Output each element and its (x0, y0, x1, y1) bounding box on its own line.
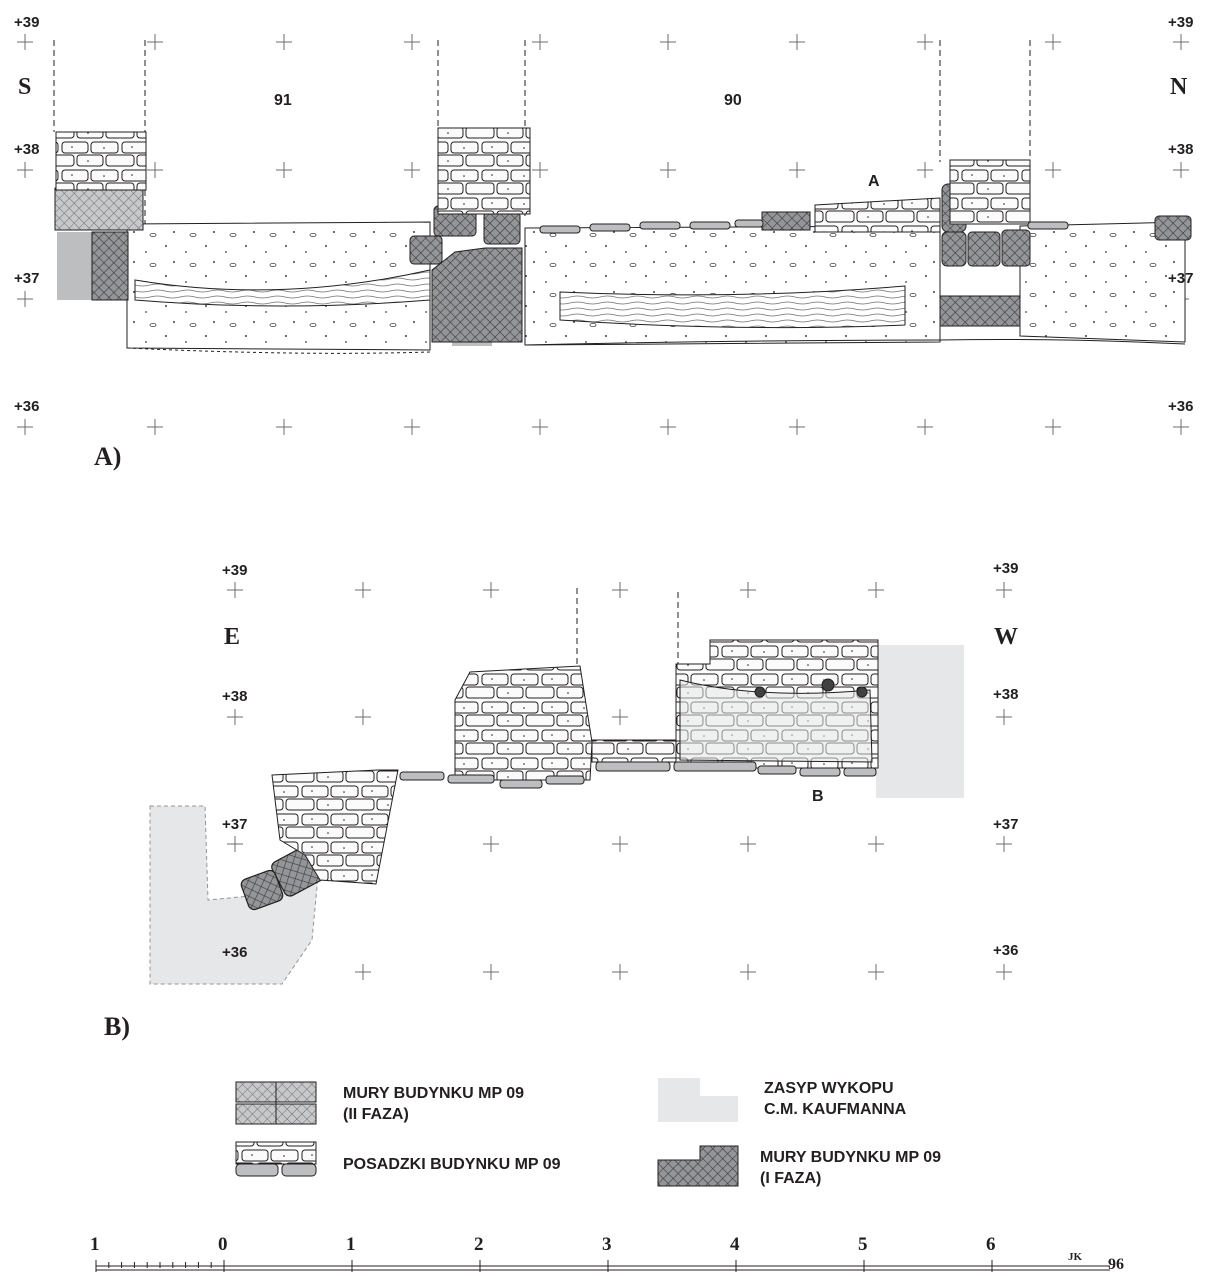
scale-bar (95, 1260, 1110, 1272)
elev-b-right-37: +37 (993, 816, 1019, 833)
panel-label-b: B) (104, 1012, 130, 1041)
legend-swatches (235, 1078, 739, 1187)
direction-east: E (224, 624, 241, 650)
elev-b-left-39: +39 (222, 562, 248, 579)
wall-phase-2-a (55, 127, 1031, 233)
wall-phase-2-b (271, 639, 879, 885)
trench-fill-b-right (876, 645, 964, 798)
legend-wall-phase-2-line2: (II FAZA) (343, 1106, 409, 1123)
legend-trench-fill-label: ZASYP WYKOPU C.M. KAUFMANNA (764, 1078, 906, 1120)
direction-west: W (994, 624, 1018, 650)
scale-tick-3: 3 (602, 1234, 612, 1255)
elev-b-right-38: +38 (993, 686, 1019, 703)
wall-phase-1-a (54, 183, 1192, 343)
scale-tick-6: 6 (986, 1234, 996, 1255)
elev-b-right-36: +36 (993, 942, 1019, 959)
floor-slabs-b (399, 761, 877, 789)
legend-wall-phase-1-line1: MURY BUDYNKU MP 09 (760, 1149, 942, 1166)
elev-a-right-37: +37 (1168, 270, 1194, 287)
elev-a-left-38: +38 (14, 141, 40, 158)
elev-a-right-36: +36 (1168, 398, 1194, 415)
author-initials: JK (1068, 1251, 1083, 1263)
scale-tick-4: 4 (730, 1234, 740, 1255)
legend-swatch-wall-phase-1 (657, 1145, 739, 1187)
legend-floor-label: POSADZKI BUDYNKU MP 09 (343, 1156, 561, 1173)
scale-tick-0: 0 (218, 1234, 228, 1255)
elev-b-left-37: +37 (222, 816, 248, 833)
elev-b-left-38: +38 (222, 688, 248, 705)
legend-swatch-trench-fill (658, 1078, 738, 1122)
legend-trench-fill-line1: ZASYP WYKOPU (764, 1080, 894, 1097)
room-91-label: 91 (274, 92, 292, 109)
elev-a-left-39: +39 (14, 14, 40, 31)
legend-wall-phase-1-line2: (I FAZA) (760, 1170, 822, 1187)
legend-wall-phase-1-label: MURY BUDYNKU MP 09 (I FAZA) (760, 1147, 941, 1189)
legend-swatch-wall-phase-2 (235, 1081, 317, 1125)
marker-b: B (812, 788, 824, 805)
elev-a-right-39: +39 (1168, 14, 1194, 31)
elev-b-left-36: +36 (222, 944, 248, 961)
elev-a-right-38: +38 (1168, 141, 1194, 158)
legend-wall-phase-2-line1: MURY BUDYNKU MP 09 (343, 1085, 525, 1102)
fill-layers-a (126, 221, 1186, 354)
section-b (149, 582, 1012, 985)
scale-tick-2: 2 (474, 1234, 484, 1255)
elev-b-right-39: +39 (993, 560, 1019, 577)
scale-tick-minus-1: 1 (90, 1234, 100, 1255)
scale-tick-1: 1 (346, 1234, 356, 1255)
direction-north: N (1170, 74, 1188, 100)
figure-number: 96 (1108, 1256, 1124, 1273)
panel-label-a: A) (94, 442, 122, 471)
trench-fill-a-left (57, 232, 97, 300)
dashed-outlines-a (53, 40, 1031, 228)
room-90-label: 90 (724, 92, 742, 109)
legend-trench-fill-line2: C.M. KAUFMANNA (764, 1101, 907, 1118)
floor-slabs-a (539, 219, 1069, 234)
elev-a-left-37: +37 (14, 270, 40, 287)
legend-wall-phase-2-label: MURY BUDYNKU MP 09 (II FAZA) (343, 1083, 524, 1125)
elev-a-left-36: +36 (14, 398, 40, 415)
section-a (17, 34, 1192, 435)
legend-swatch-floor (235, 1141, 317, 1177)
marker-a: A (868, 173, 880, 190)
scale-tick-5: 5 (858, 1234, 868, 1255)
direction-south: S (18, 74, 32, 100)
dashed-outlines-b (576, 588, 679, 668)
